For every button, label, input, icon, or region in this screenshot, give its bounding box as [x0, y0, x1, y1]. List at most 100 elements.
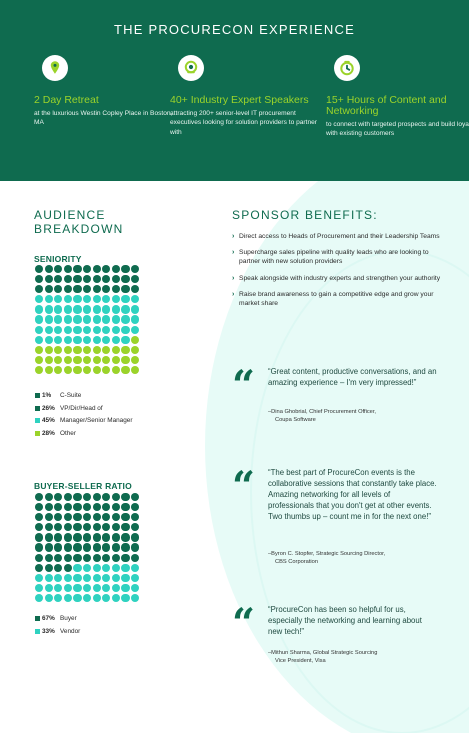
waffle-dot	[92, 573, 101, 582]
waffle-dot	[63, 543, 72, 552]
header-column-title: 40+ Industry Expert Speakers	[170, 94, 309, 106]
waffle-dot	[63, 533, 72, 542]
waffle-dot	[35, 365, 44, 375]
waffle-dot	[63, 553, 72, 562]
waffle-dot	[102, 523, 111, 532]
waffle-dot	[54, 543, 63, 552]
waffle-dot	[130, 543, 140, 552]
waffle-dot	[102, 315, 111, 324]
waffle-dot	[63, 573, 72, 582]
legend-label: Vendor	[60, 627, 81, 635]
waffle-dot	[82, 325, 92, 334]
waffle-dot	[130, 355, 140, 365]
waffle-dot	[82, 265, 92, 274]
buyer-seller-ratio-label: BUYER-SELLER RATIO	[34, 481, 132, 491]
waffle-dot	[73, 315, 82, 324]
waffle-dot	[82, 355, 92, 365]
waffle-dot	[73, 513, 82, 522]
header-banner: THE PROCURECON EXPERIENCE 2 Day Retreat …	[0, 0, 469, 181]
waffle-dot	[92, 503, 101, 512]
waffle-dot	[82, 305, 92, 314]
waffle-dot	[102, 513, 111, 522]
waffle-dot	[111, 295, 120, 304]
waffle-dot	[73, 275, 82, 284]
waffle-dot	[111, 355, 120, 365]
waffle-dot	[44, 513, 53, 522]
waffle-dot	[111, 513, 120, 522]
benefit-item: › Direct access to Heads of Procurement …	[232, 232, 442, 241]
waffle-dot	[121, 533, 130, 542]
waffle-dot	[82, 493, 92, 502]
legend-label: Buyer	[60, 614, 77, 622]
waffle-dot	[102, 563, 111, 572]
waffle-dot	[54, 563, 63, 572]
waffle-dot	[82, 533, 92, 542]
legend-swatch	[35, 392, 40, 398]
legend-item: 26% VP/Dir/Head of	[35, 402, 132, 415]
waffle-dot	[73, 325, 82, 334]
waffle-dot	[35, 275, 44, 284]
waffle-dot	[63, 355, 72, 365]
legend-swatch	[35, 405, 40, 411]
chevron-right-icon: ›	[232, 274, 235, 282]
header-column-content: 15+ Hours of Content and Networking to c…	[326, 55, 469, 139]
timer-icon	[334, 55, 360, 81]
waffle-dot	[102, 503, 111, 512]
waffle-dot	[121, 285, 130, 294]
waffle-dot	[35, 315, 44, 324]
waffle-dot	[63, 335, 72, 344]
waffle-dot	[44, 365, 53, 375]
waffle-dot	[35, 355, 44, 365]
waffle-dot	[92, 285, 101, 294]
waffle-dot	[82, 503, 92, 512]
legend-item: 67% Buyer	[35, 612, 80, 625]
waffle-dot	[130, 563, 140, 572]
waffle-dot	[63, 305, 72, 314]
waffle-dot	[54, 583, 63, 593]
waffle-dot	[82, 553, 92, 562]
waffle-dot	[130, 285, 140, 294]
legend-swatch	[35, 615, 40, 621]
waffle-dot	[102, 593, 111, 603]
waffle-dot	[130, 345, 140, 354]
quote-attribution: –Dina Ghobrial, Chief Procurement Office…	[268, 408, 376, 424]
legend-percent: 45%	[42, 417, 55, 425]
waffle-dot	[44, 533, 53, 542]
quote-attribution-line2: Coupa Software	[275, 417, 316, 423]
header-column-speakers: 40+ Industry Expert Speakers attracting …	[170, 55, 320, 137]
waffle-dot	[73, 285, 82, 294]
waffle-dot	[111, 503, 120, 512]
waffle-dot	[111, 345, 120, 354]
waffle-dot	[73, 265, 82, 274]
waffle-dot	[102, 493, 111, 502]
quote-attribution-line1: –Byron C. Stopfer, Strategic Sourcing Di…	[268, 551, 386, 557]
waffle-dot	[44, 523, 53, 532]
waffle-dot	[130, 315, 140, 324]
waffle-dot	[63, 513, 72, 522]
badge-icon	[178, 55, 204, 81]
waffle-dot	[92, 583, 101, 593]
waffle-dot	[121, 325, 130, 334]
waffle-dot	[54, 573, 63, 582]
waffle-dot	[54, 275, 63, 284]
waffle-dot	[121, 305, 130, 314]
waffle-dot	[92, 295, 101, 304]
waffle-dot	[121, 335, 130, 344]
seniority-label: SENIORITY	[34, 254, 82, 264]
waffle-dot	[54, 533, 63, 542]
waffle-dot	[63, 593, 72, 603]
legend-item: 28% Other	[35, 427, 132, 440]
waffle-dot	[102, 275, 111, 284]
waffle-dot	[121, 493, 130, 502]
waffle-dot	[102, 533, 111, 542]
waffle-dot	[73, 345, 82, 354]
waffle-dot	[63, 315, 72, 324]
waffle-dot	[63, 503, 72, 512]
waffle-dot	[44, 553, 53, 562]
waffle-dot	[102, 265, 111, 274]
waffle-dot	[121, 345, 130, 354]
chevron-right-icon: ›	[232, 249, 235, 257]
waffle-dot	[130, 583, 140, 593]
waffle-dot	[92, 533, 101, 542]
sponsor-benefits-title: SPONSOR BENEFITS:	[232, 208, 378, 222]
